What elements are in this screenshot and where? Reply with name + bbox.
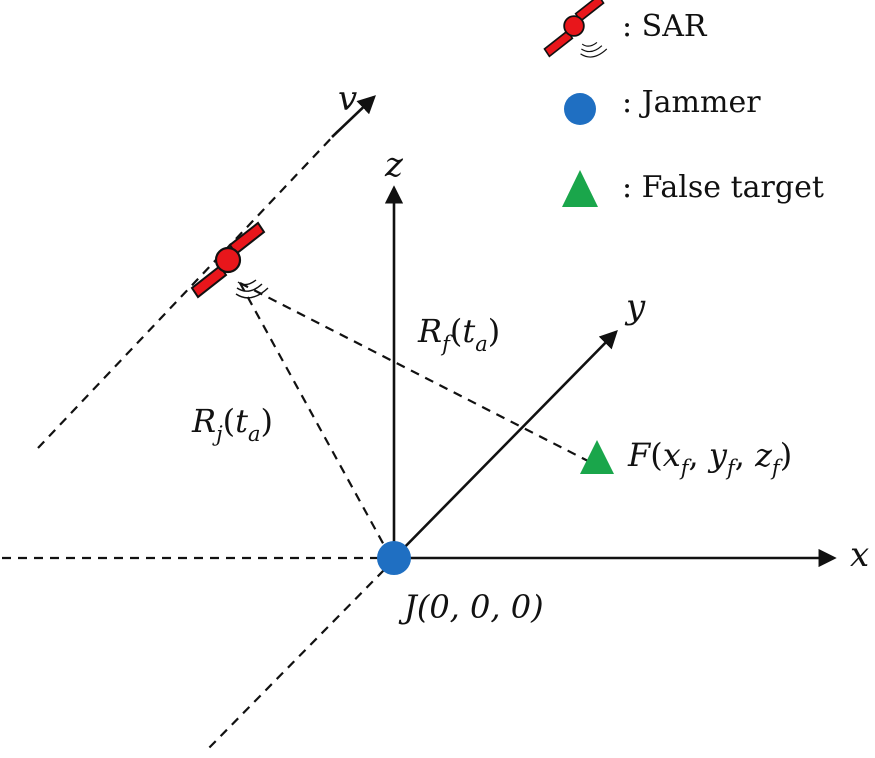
satellite-icon [543,0,608,58]
range-to-false-target-line [239,282,589,462]
legend-item-false-target: : False target [562,170,824,207]
sar-satellite-icon [190,221,270,299]
negative-y-axis-line [204,569,385,753]
z-axis-label: z [384,145,404,185]
range-rj-label: Rj(ta) [191,402,273,446]
legend-item-jammer: : Jammer [564,85,761,125]
y-axis-label: y [624,287,646,327]
dashed-lines [2,130,589,753]
jammer-coordinate-label: J(0, 0, 0) [398,588,544,626]
y-axis [393,330,618,559]
v-axis-arrow [331,95,376,138]
x-axis-label: x [850,535,869,575]
range-rf-label: Rf(ta) [417,312,500,356]
v-axis-label: v [338,79,357,119]
legend-label-jammer: : Jammer [622,85,761,120]
sar-trajectory-line [37,130,339,449]
range-to-jammer-line [239,282,391,557]
legend-label-false-target: : False target [622,170,824,205]
axes [331,95,837,568]
legend: : SAR : Jammer : False target [543,0,824,207]
jammer-marker [377,541,411,575]
false-target-marker [580,440,614,474]
legend-item-sar: : SAR [543,0,708,58]
false-target-coordinate-label: F(xf, yf, zf) [627,436,792,480]
jammer-legend-icon [564,93,596,125]
false-target-legend-icon [562,170,598,207]
legend-label-sar: : SAR [622,9,708,44]
